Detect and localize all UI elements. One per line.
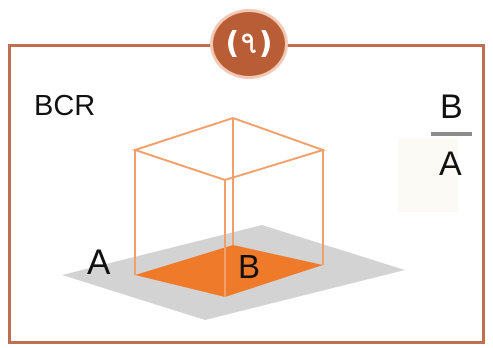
point-b-label: B	[238, 248, 261, 285]
fraction-numerator: B	[440, 88, 463, 126]
number-badge: (৭)	[213, 12, 285, 76]
frame-top-left	[8, 44, 213, 47]
cube-top-face	[131, 116, 327, 182]
frame-right	[482, 44, 485, 344]
bcr-label: BCR	[34, 90, 96, 122]
frame-bottom	[8, 341, 485, 344]
frame-left	[8, 44, 11, 344]
wireframe-cube-shape	[131, 116, 327, 297]
fraction-denominator: A	[439, 145, 462, 183]
badge-label: (৭)	[225, 26, 273, 61]
fraction-panel	[398, 138, 458, 212]
fraction-bar	[431, 132, 472, 136]
frame-top-right	[286, 44, 485, 47]
point-a-label: A	[87, 243, 111, 282]
building-footprint-shape	[135, 245, 323, 297]
